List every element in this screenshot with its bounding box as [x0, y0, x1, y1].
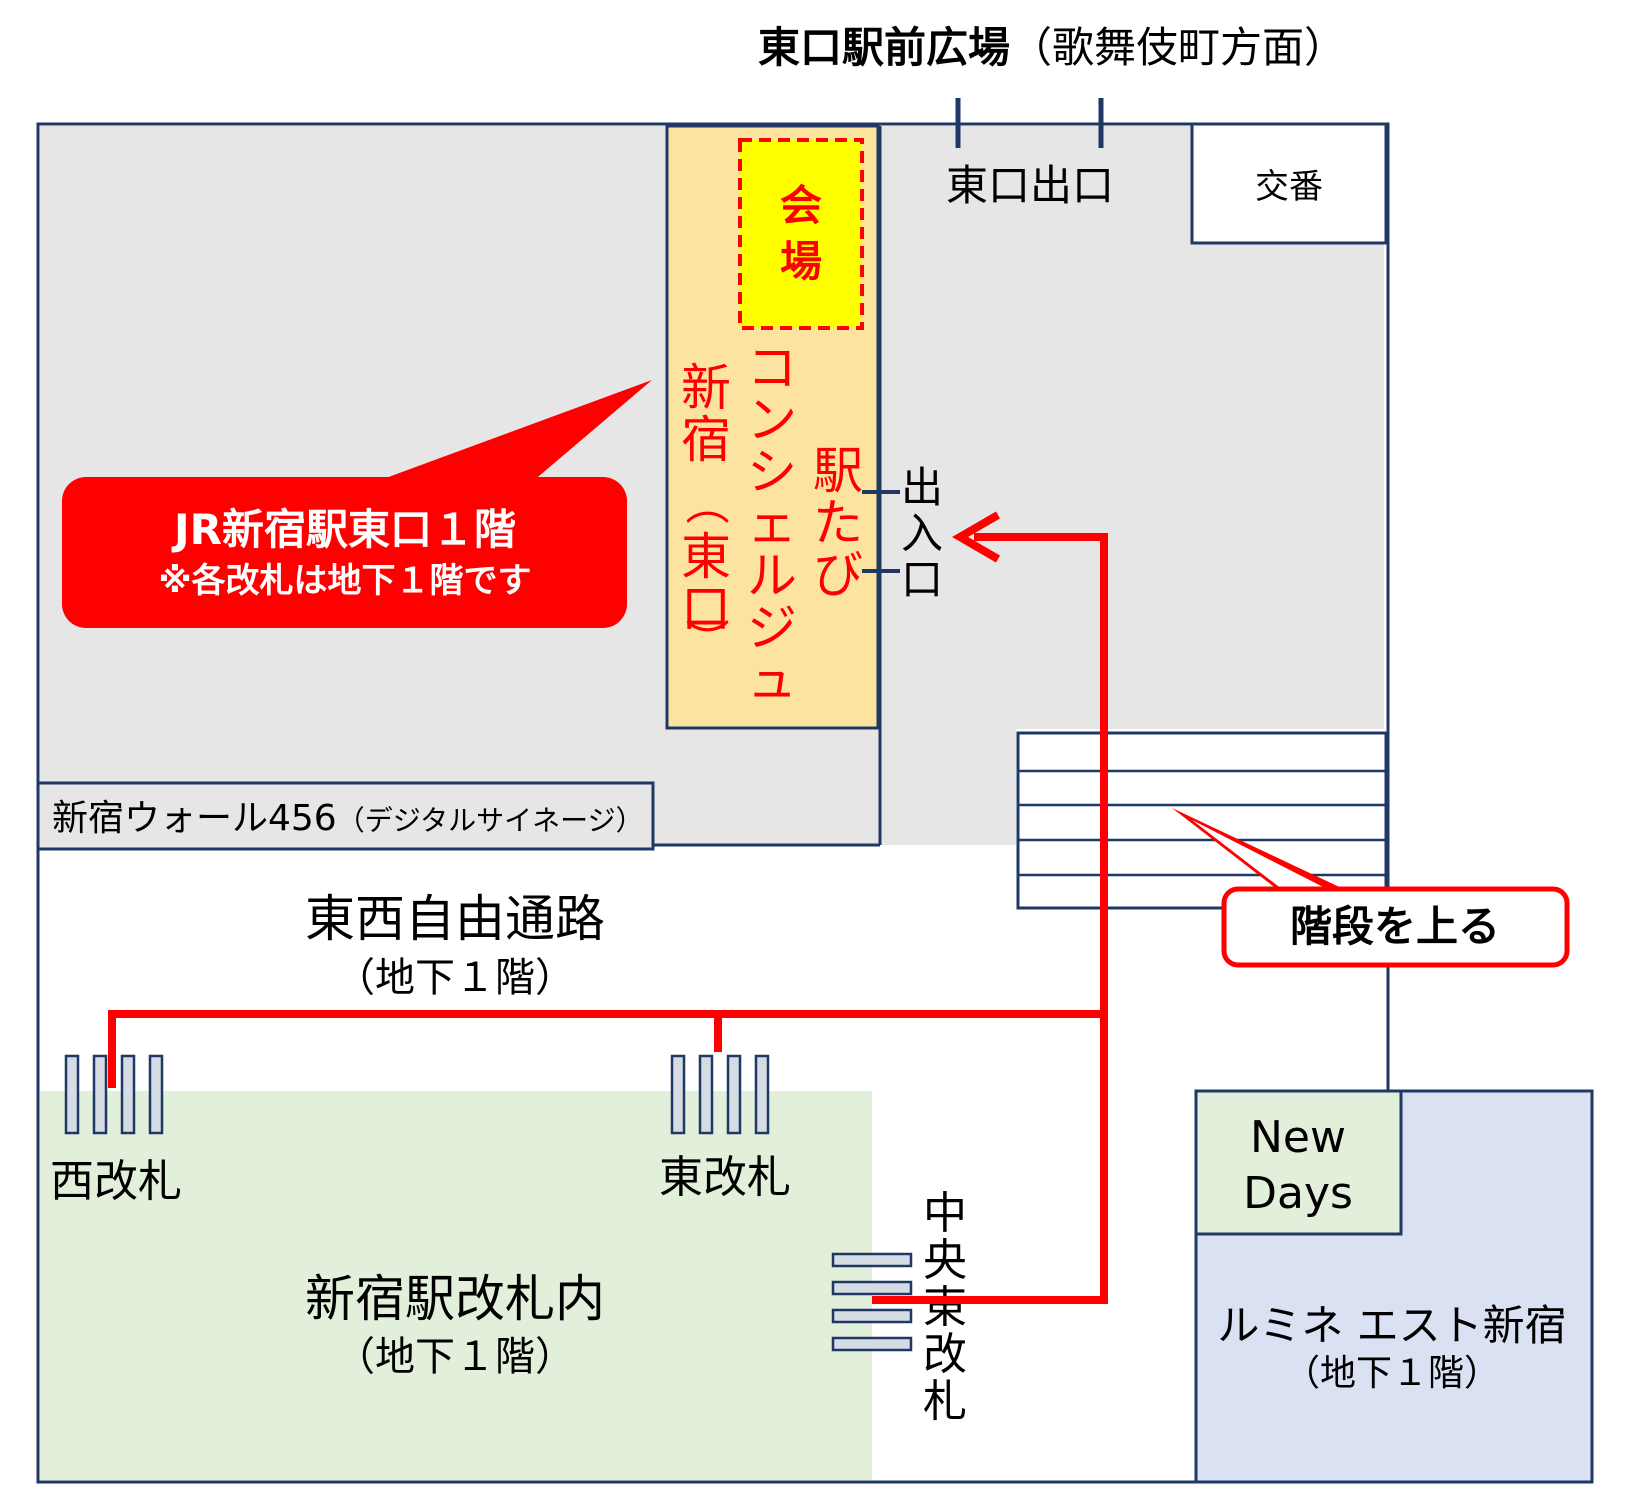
stairs-callout-label: 階段を上る — [1290, 902, 1500, 951]
main-callout-line2: ※各改札は地下１階です — [158, 561, 531, 601]
newdays-label-1: New — [1250, 1112, 1346, 1163]
koban-box — [1190, 122, 1388, 245]
stairs-icon — [1016, 731, 1388, 910]
west-gate-label: 西改札 — [50, 1156, 182, 1207]
concierge-loc-6: ） — [680, 618, 731, 662]
route-path — [108, 533, 1108, 1304]
lumine-label: ルミネ エスト新宿 — [1217, 1301, 1566, 1350]
concierge-loc-2: 宿 — [681, 411, 731, 469]
ticket-gate-icon — [64, 1054, 164, 1135]
concierge-sub-6: ジ — [747, 599, 797, 657]
concierge-loc-5: 口 — [681, 580, 731, 638]
concierge-name-2: た — [813, 494, 863, 552]
concierge-name-1: 駅 — [813, 442, 863, 500]
lumine-floor: （地下１階） — [1284, 1353, 1500, 1394]
concierge-sub-1: コ — [747, 339, 797, 397]
concierge-loc-1: 新 — [681, 359, 731, 417]
concierge-loc-4: 東 — [681, 528, 731, 586]
inside-gates-label: 新宿駅改札内 — [305, 1270, 605, 1328]
central-east-gate-2: 央 — [923, 1235, 967, 1286]
wall456-label: 新宿ウォール456（デジタルサイネージ） — [52, 798, 644, 839]
arrow-left-icon — [952, 511, 1001, 563]
concierge-sub-4: ェ — [747, 495, 797, 553]
entrance-label-3: 口 — [901, 555, 943, 604]
plaza-subtitle: （歌舞伎町方面） — [1010, 23, 1346, 72]
concierge-sub-7: ュ — [747, 651, 797, 709]
entrance-label-2: 入 — [901, 509, 943, 558]
central-east-gate-4: 改 — [923, 1329, 967, 1380]
plaza-title: 東口駅前広場 — [758, 23, 1010, 72]
stairs-callout-pointer-inner — [1192, 820, 1335, 893]
free-passage-label: 東西自由通路 — [305, 890, 605, 948]
east-exit-label: 東口出口 — [946, 161, 1114, 210]
main-callout-line1: JR新宿駅東口１階 — [171, 505, 516, 554]
entrance-label-1: 出 — [901, 463, 943, 512]
concierge-sub-2: ン — [747, 391, 797, 449]
central-east-gate-3: 東 — [923, 1282, 967, 1333]
east-gate-label: 東改札 — [659, 1152, 791, 1203]
concierge-sub-3: シ — [747, 443, 797, 501]
koban-label: 交番 — [1255, 167, 1323, 207]
newdays-box — [1194, 1089, 1403, 1236]
concierge-name-3: び — [813, 546, 863, 604]
venue-label-1: 会 — [780, 181, 822, 230]
concierge-sub-5: ル — [747, 547, 797, 605]
central-east-gate-5: 札 — [923, 1376, 967, 1427]
inside-gates-floor: （地下１階） — [335, 1334, 575, 1380]
concierge-loc-3: （ — [680, 481, 731, 525]
ticket-gate-icon — [831, 1252, 913, 1352]
ticket-gate-icon — [670, 1054, 770, 1135]
stairs-callout-pointer — [1172, 808, 1352, 893]
venue-label-2: 場 — [780, 237, 822, 286]
stairs-callout — [1221, 886, 1570, 968]
venue-box — [738, 138, 864, 330]
inside-gates-area — [40, 1091, 872, 1480]
wall456-box — [36, 781, 655, 851]
central-east-gate-1: 中 — [923, 1188, 967, 1239]
free-passage-floor: （地下１階） — [335, 955, 575, 1001]
newdays-label-2: Days — [1243, 1168, 1353, 1219]
main-callout-pointer — [375, 380, 652, 482]
main-callout — [62, 477, 627, 628]
